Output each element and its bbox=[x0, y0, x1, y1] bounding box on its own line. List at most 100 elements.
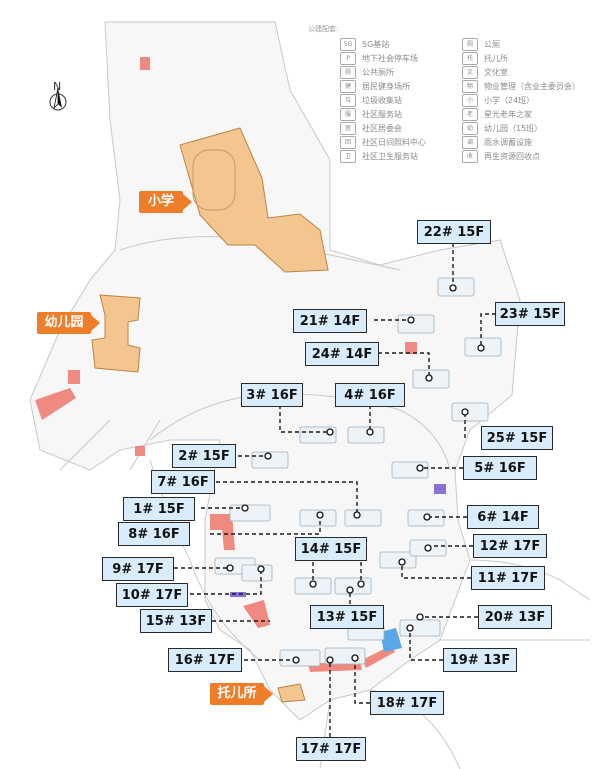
legend-icon: 厕 bbox=[462, 38, 478, 51]
legend-item: 居社区居委会 bbox=[340, 122, 402, 136]
marker-4 bbox=[366, 428, 374, 436]
marker-7 bbox=[353, 511, 361, 519]
legend-icon: 托 bbox=[462, 52, 478, 65]
legend-icon: 物 bbox=[462, 80, 478, 93]
building-label-25: 25# 15F bbox=[481, 426, 553, 450]
building-label-8: 8# 16F bbox=[118, 522, 190, 546]
legend-item: 老星光老年之家 bbox=[462, 108, 532, 122]
building-label-16: 16# 17F bbox=[168, 648, 242, 672]
legend-item: 收再生资源回收点 bbox=[462, 150, 540, 164]
legend-label: 星光老年之家 bbox=[484, 110, 532, 119]
building-label-10: 10# 17F bbox=[116, 583, 188, 607]
legend-label: 地下社会停车场 bbox=[362, 54, 418, 63]
legend-icon: 垃 bbox=[340, 94, 356, 107]
building-label-23: 23# 15F bbox=[495, 302, 565, 326]
marker-8 bbox=[316, 511, 324, 519]
building-label-9: 9# 17F bbox=[102, 557, 174, 581]
marker-11 bbox=[398, 558, 406, 566]
legend-icon: 调 bbox=[462, 136, 478, 149]
purple-facility-blocks bbox=[230, 484, 446, 597]
legend-item: 服社区服务站 bbox=[340, 108, 402, 122]
legend-label: 社区居委会 bbox=[362, 124, 402, 133]
legend-icon: 5G bbox=[340, 38, 356, 51]
school-tag: 小学 bbox=[139, 191, 192, 213]
red-facility-blocks bbox=[35, 57, 417, 672]
legend-label: 公共厕所 bbox=[362, 68, 394, 77]
legend-label: 物业管理（含业主委员会） bbox=[484, 82, 580, 91]
legend-item: 文文化室 bbox=[462, 66, 508, 80]
legend-icon: 小 bbox=[462, 94, 478, 107]
building-label-17: 17# 17F bbox=[296, 737, 366, 761]
building-label-1: 1# 15F bbox=[123, 497, 195, 521]
building-label-24: 24# 14F bbox=[305, 342, 379, 366]
kindergarten-tag: 幼儿园 bbox=[37, 312, 100, 334]
legend-icon: 幼 bbox=[462, 122, 478, 135]
legend-title: 公建配套: bbox=[308, 25, 339, 33]
nursery-area bbox=[277, 683, 306, 703]
marker-1 bbox=[241, 504, 249, 512]
legend-icon: 收 bbox=[462, 150, 478, 163]
leader-lines bbox=[174, 243, 496, 737]
legend-icon: 健 bbox=[340, 80, 356, 93]
marker-21 bbox=[407, 316, 415, 324]
legend-item: 托托儿所 bbox=[462, 52, 508, 66]
marker-18 bbox=[351, 654, 359, 662]
legend-label: 居民健身场所 bbox=[362, 82, 410, 91]
building-label-3: 3# 16F bbox=[241, 383, 303, 407]
marker-12 bbox=[424, 544, 432, 552]
marker-2 bbox=[264, 452, 272, 460]
building-label-7: 7# 16F bbox=[151, 470, 215, 494]
legend-label: 社区日间照料中心 bbox=[362, 138, 426, 147]
legend-label: 社区服务站 bbox=[362, 110, 402, 119]
legend-item: 卫社区卫生服务站 bbox=[340, 150, 418, 164]
legend-icon: 服 bbox=[340, 108, 356, 121]
building-label-15: 15# 13F bbox=[140, 609, 212, 633]
legend-label: 5G基站 bbox=[362, 40, 390, 49]
legend-label: 托儿所 bbox=[484, 54, 508, 63]
legend-icon: 老 bbox=[462, 108, 478, 121]
legend-label: 雨水调蓄设施 bbox=[484, 138, 532, 147]
building-label-12: 12# 17F bbox=[473, 534, 547, 558]
marker-23 bbox=[477, 344, 485, 352]
marker-13 bbox=[346, 586, 354, 594]
legend-label: 社区卫生服务站 bbox=[362, 152, 418, 161]
legend-item: 厕公共厕所 bbox=[340, 66, 394, 80]
marker-20 bbox=[416, 613, 424, 621]
legend-label: 文化室 bbox=[484, 68, 508, 77]
building-label-13: 13# 15F bbox=[310, 605, 384, 629]
legend-item: 垃垃圾收集站 bbox=[340, 94, 402, 108]
building-label-21: 21# 14F bbox=[293, 309, 367, 333]
marker-14b bbox=[357, 580, 365, 588]
nursery-tag: 托儿所 bbox=[210, 683, 273, 705]
marker-25 bbox=[461, 408, 469, 416]
building-label-14: 14# 15F bbox=[295, 537, 367, 561]
building-label-22: 22# 15F bbox=[417, 220, 491, 244]
legend-item: 健居民健身场所 bbox=[340, 80, 410, 94]
kindergarten-area bbox=[91, 294, 141, 373]
marker-5 bbox=[416, 464, 424, 472]
marker-14a bbox=[309, 580, 317, 588]
legend-item: P 地下社会停车场 bbox=[340, 52, 418, 66]
building-label-19: 19# 13F bbox=[443, 648, 517, 672]
marker-9 bbox=[226, 564, 234, 572]
marker-19 bbox=[406, 624, 414, 632]
legend-label: 小学（24班） bbox=[484, 96, 535, 105]
legend-label: 公厕 bbox=[484, 40, 500, 49]
legend-icon: P bbox=[340, 52, 356, 65]
marker-24 bbox=[425, 374, 433, 382]
legend-icon: 厕 bbox=[340, 66, 356, 79]
north-arrow-icon bbox=[49, 87, 67, 111]
legend-item: 小小学（24班） bbox=[462, 94, 534, 108]
legend-label: 再生资源回收点 bbox=[484, 152, 540, 161]
building-label-20: 20# 13F bbox=[478, 605, 552, 629]
legend-item: 厕公厕 bbox=[462, 38, 500, 52]
marker-3 bbox=[326, 428, 334, 436]
building-label-18: 18# 17F bbox=[370, 691, 444, 715]
marker-16 bbox=[292, 656, 300, 664]
legend-item: 幼幼儿园（15班） bbox=[462, 122, 542, 136]
building-label-5: 5# 16F bbox=[463, 456, 537, 480]
north-label: N bbox=[53, 80, 62, 93]
legend-item: 调雨水调蓄设施 bbox=[462, 136, 532, 150]
legend-icon: 文 bbox=[462, 66, 478, 79]
building-label-2: 2# 15F bbox=[172, 444, 236, 468]
